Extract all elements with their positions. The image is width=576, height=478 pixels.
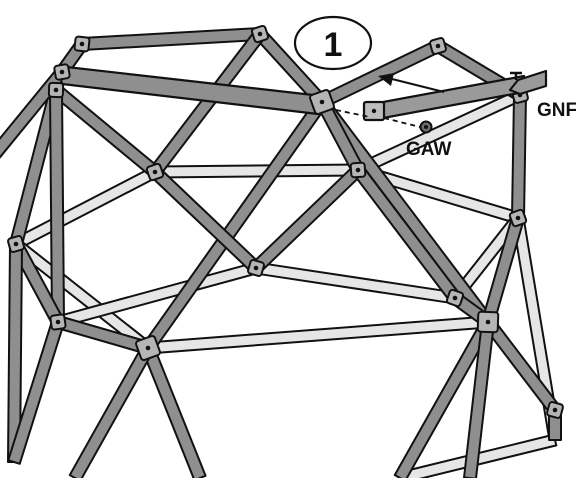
hub-connector-O: [508, 208, 528, 228]
hub-connector-K: [135, 335, 161, 361]
bolt-icon: [419, 120, 433, 134]
part-label-gnf: GNF: [537, 100, 576, 121]
tube-K-T: [141, 344, 207, 478]
tube-F-G: [51, 84, 160, 178]
step-number: 1: [324, 26, 343, 64]
hub-connector-I: [7, 235, 25, 253]
part-label-gaw: GAW: [406, 139, 451, 160]
hub-connector-M: [445, 288, 465, 308]
tube-K-N: [146, 315, 490, 355]
tube-F-J: [49, 88, 65, 324]
step-badge: 1: [293, 15, 373, 71]
highlighted-top-tube: [362, 69, 548, 122]
hub-connector-N: [476, 310, 500, 334]
hub-connector-J: [49, 313, 67, 331]
hub-connector-layer: [7, 24, 564, 419]
hub-connector-Q: [546, 401, 564, 419]
alignment-dashed-line: [335, 109, 371, 118]
hub-connector-H: [349, 161, 367, 179]
alignment-dashed-line-2: [383, 117, 425, 129]
arrow-left-icon: [378, 73, 445, 93]
hub-connector-G: [145, 162, 165, 182]
tube-top-rail: [56, 64, 324, 116]
tube-B-C: [80, 27, 262, 51]
tube-G-H: [153, 163, 360, 179]
hub-connector-B: [73, 35, 91, 53]
hub-connector-D: [429, 37, 447, 55]
tube-K-U: [68, 344, 155, 478]
tube-S-O: [511, 93, 527, 220]
hub-connector-E: [309, 89, 335, 115]
hub-connector-L: [247, 259, 265, 277]
hub-connector-F: [47, 81, 65, 99]
hub-connector-C: [250, 24, 270, 44]
hub-connector-A: [53, 63, 71, 81]
